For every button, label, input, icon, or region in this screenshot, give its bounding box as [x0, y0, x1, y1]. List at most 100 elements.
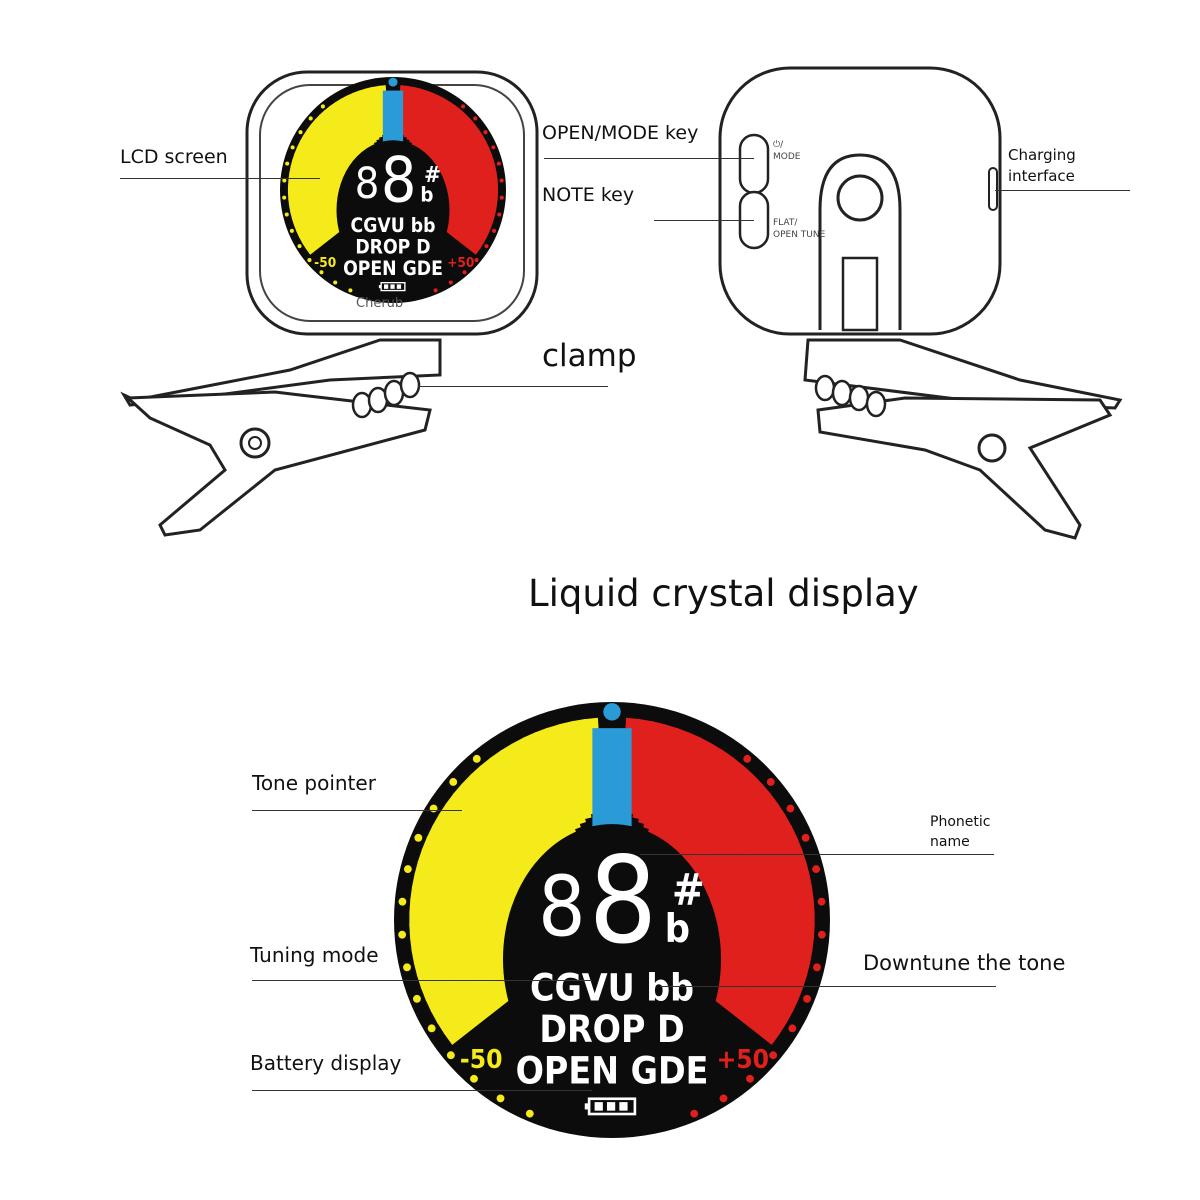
small-tick-dot: [308, 116, 313, 121]
big-center-pointer: [592, 728, 632, 827]
big-tick-dot: [812, 865, 821, 874]
small-segment-left: [365, 86, 383, 138]
small-tick-dot: [497, 212, 502, 217]
back-clamp-jaw: [816, 396, 1113, 540]
small-segment-right: [420, 119, 476, 167]
big-segment-left: [438, 803, 559, 887]
leader-tuning-mode: [252, 980, 592, 981]
big-segment-right: [665, 793, 779, 882]
small-segment-right: [400, 85, 415, 136]
small-tick-dot: [333, 280, 338, 285]
small-display-core: [336, 140, 450, 281]
small-tick-dot: [319, 270, 324, 275]
small-segment-left: [306, 124, 366, 170]
big-segment-right: [651, 737, 713, 841]
label-charging-line1: Charging: [1008, 146, 1076, 164]
small-tick-dot: [473, 116, 478, 121]
big-segment-right: [643, 727, 690, 830]
big-segment-right: [663, 774, 763, 870]
small-tick-dot: [461, 104, 466, 109]
label-lcd-screen: LCD screen: [120, 146, 228, 168]
small-segment-right: [413, 95, 446, 149]
big-segment-left: [409, 911, 577, 926]
big-battery-bar: [606, 1102, 616, 1111]
big-tick-dot: [817, 930, 826, 939]
small-segment-left: [314, 114, 367, 165]
small-drop-d-text: DROP D: [355, 235, 430, 258]
leader-note-key: [654, 220, 754, 221]
big-segment-left: [479, 757, 564, 859]
big-tick-dot: [398, 897, 407, 906]
big-segment-left: [461, 774, 561, 870]
small-segment-right: [411, 92, 440, 146]
small-note-prefix-digit: 8: [355, 159, 380, 209]
big-tick-dot: [788, 1024, 797, 1033]
big-drop-d-text: DROP D: [539, 1008, 684, 1051]
back-clamp-grip: [814, 374, 887, 418]
big-tick-dot: [414, 833, 423, 842]
back-device: [718, 66, 1123, 540]
small-tick-dot: [433, 288, 438, 293]
charging-port: [988, 167, 998, 211]
big-sharp-sign: #: [672, 866, 705, 916]
small-tick-dot: [282, 178, 287, 183]
big-segment-left: [432, 814, 560, 892]
label-tuning-mode: Tuning mode: [250, 943, 379, 967]
small-segment-right: [409, 90, 434, 144]
big-battery-bar: [594, 1102, 603, 1111]
small-segment-right: [416, 101, 457, 155]
small-tick-dot: [289, 228, 294, 233]
leader-battery-display: [252, 1090, 592, 1091]
open-mode-button[interactable]: [738, 133, 770, 195]
small-plus-50-label: +50: [447, 255, 474, 271]
big-tick-dot: [403, 963, 411, 972]
small-tick-dot: [483, 130, 488, 135]
small-tick-dot: [499, 195, 504, 200]
small-segment-right: [419, 114, 472, 165]
small-tick-dot: [348, 288, 353, 293]
small-segment-right: [419, 109, 467, 162]
big-segment-left: [470, 765, 562, 865]
small-tick-dot: [290, 145, 295, 150]
small-tick-dot: [474, 258, 479, 263]
big-note-digit: 8: [589, 832, 658, 971]
big-segment-left: [558, 721, 592, 820]
big-display-core: [503, 824, 721, 1095]
small-segment-right: [420, 129, 483, 173]
small-battery-bar: [383, 284, 389, 289]
small-segment-left: [371, 85, 386, 136]
small-segment-left: [352, 90, 377, 144]
brand-logo: Cherub: [356, 296, 404, 311]
big-segment-right: [655, 743, 724, 847]
big-segment-right: [662, 765, 754, 865]
small-segment-left: [324, 105, 368, 159]
small-segment-left: [287, 185, 375, 194]
big-center-dot: [603, 703, 621, 721]
big-tick-dot: [403, 865, 412, 874]
big-battery-bar: [619, 1102, 628, 1111]
big-segment-right: [647, 732, 702, 836]
big-tick-dot: [801, 833, 810, 842]
small-tick-dot: [462, 270, 467, 275]
big-tick-dot: [690, 1109, 699, 1118]
small-segment-left: [303, 129, 366, 173]
small-center-pointer: [382, 90, 404, 142]
big-segment-right: [664, 783, 771, 876]
big-tick-dot: [803, 994, 811, 1003]
big-tick-dot: [470, 1074, 478, 1083]
front-clamp-grip: [351, 371, 421, 419]
small-tick-dot: [484, 244, 489, 249]
mode-button-label: MODE: [773, 152, 801, 162]
big-tick-dot: [398, 930, 407, 939]
flat-button-label: FLAT/: [773, 218, 798, 228]
big-tick-dot: [813, 963, 821, 972]
mount-hole: [836, 174, 884, 222]
big-segment-right: [626, 719, 653, 815]
front-clamp-jaw: [124, 390, 432, 537]
big-tick-dot: [766, 778, 775, 786]
big-segment-right: [632, 721, 666, 820]
big-flat-sign: b: [665, 907, 690, 952]
label-charging-line2: interface: [1008, 167, 1075, 185]
